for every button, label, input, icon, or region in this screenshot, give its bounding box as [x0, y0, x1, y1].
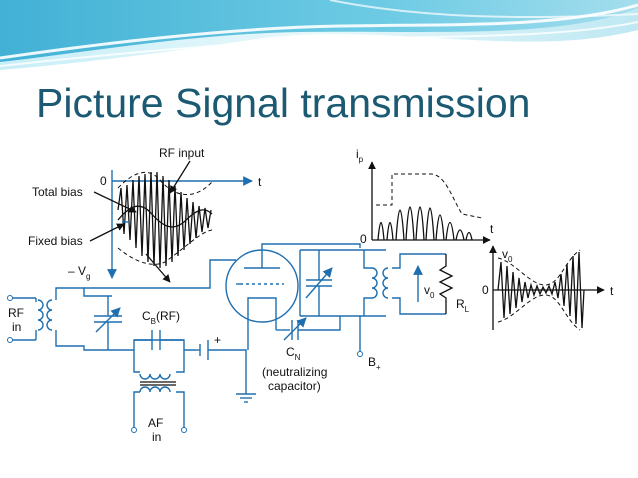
rf-in-label-line1: RF	[8, 306, 24, 320]
b-plus-terminal	[357, 351, 363, 357]
af-in-label-line1: AF	[148, 416, 163, 430]
input-zero-label: 0	[100, 174, 107, 188]
output-wave	[497, 251, 585, 329]
ip-pulses	[377, 206, 473, 241]
total-bias-arrow	[93, 191, 137, 213]
output-transformer	[371, 267, 389, 299]
neutralizing-label-line1: (neutralizing	[262, 365, 327, 379]
input-waveform-graph: 0 t RF input Total bias Fixed bias – Vg	[28, 146, 262, 283]
af-in-label-line2: in	[152, 430, 161, 444]
fixed-bias-label: Fixed bias	[28, 234, 83, 248]
grid-drive-arrow	[145, 253, 171, 283]
cb-label: CB(RF)	[142, 309, 180, 326]
carrier-wave	[117, 171, 212, 269]
output-t-label: t	[610, 284, 614, 298]
ip-zero-label: 0	[360, 232, 367, 246]
plate-current-graph: ip 0 t	[356, 147, 494, 246]
fixed-bias-envelope	[117, 229, 213, 265]
triode-tube	[225, 249, 299, 323]
output-waveform-graph: v0 0 t	[482, 245, 614, 331]
header-wave-banner	[0, 0, 638, 80]
cn-label: CN	[286, 345, 301, 362]
input-t-label: t	[258, 175, 262, 189]
load-resistor	[438, 254, 454, 314]
ground-symbol	[236, 393, 256, 403]
af-in-terminal-right	[181, 427, 187, 433]
rf-in-terminal-bottom	[7, 337, 13, 343]
rf-input-arrow	[169, 160, 191, 194]
total-bias-envelope	[117, 172, 213, 195]
ip-axis-label: ip	[356, 147, 364, 164]
rl-label: RL	[456, 297, 470, 314]
total-bias-label: Total bias	[32, 185, 83, 199]
neg-vg-label: – Vg	[68, 264, 90, 281]
page-title: Picture Signal transmission	[36, 80, 531, 126]
circuit-wiring	[7, 243, 454, 433]
battery-plus-label: +	[214, 333, 221, 347]
fixed-bias-arrow	[89, 223, 125, 242]
af-in-terminal-left	[131, 427, 137, 433]
load-v0-label: v0	[424, 283, 435, 300]
rf-in-label-line2: in	[12, 320, 21, 334]
b-plus-label: B+	[368, 355, 381, 372]
input-transformer	[37, 299, 53, 331]
ip-t-label: t	[490, 222, 494, 236]
rf-input-label: RF input	[159, 146, 205, 160]
rf-in-terminal-top	[7, 295, 13, 301]
circuit-diagram: 0 t RF input Total bias Fixed bias – Vg …	[7, 146, 614, 444]
neutralizing-label-line2: capacitor)	[268, 379, 321, 393]
output-zero-label: 0	[482, 283, 489, 297]
ip-envelope	[376, 173, 483, 219]
circuit-labels: RF in CB(RF) + CN (neutralizing capacito…	[8, 283, 470, 444]
output-v0-label: v0	[502, 247, 513, 264]
af-transformer	[139, 373, 171, 393]
